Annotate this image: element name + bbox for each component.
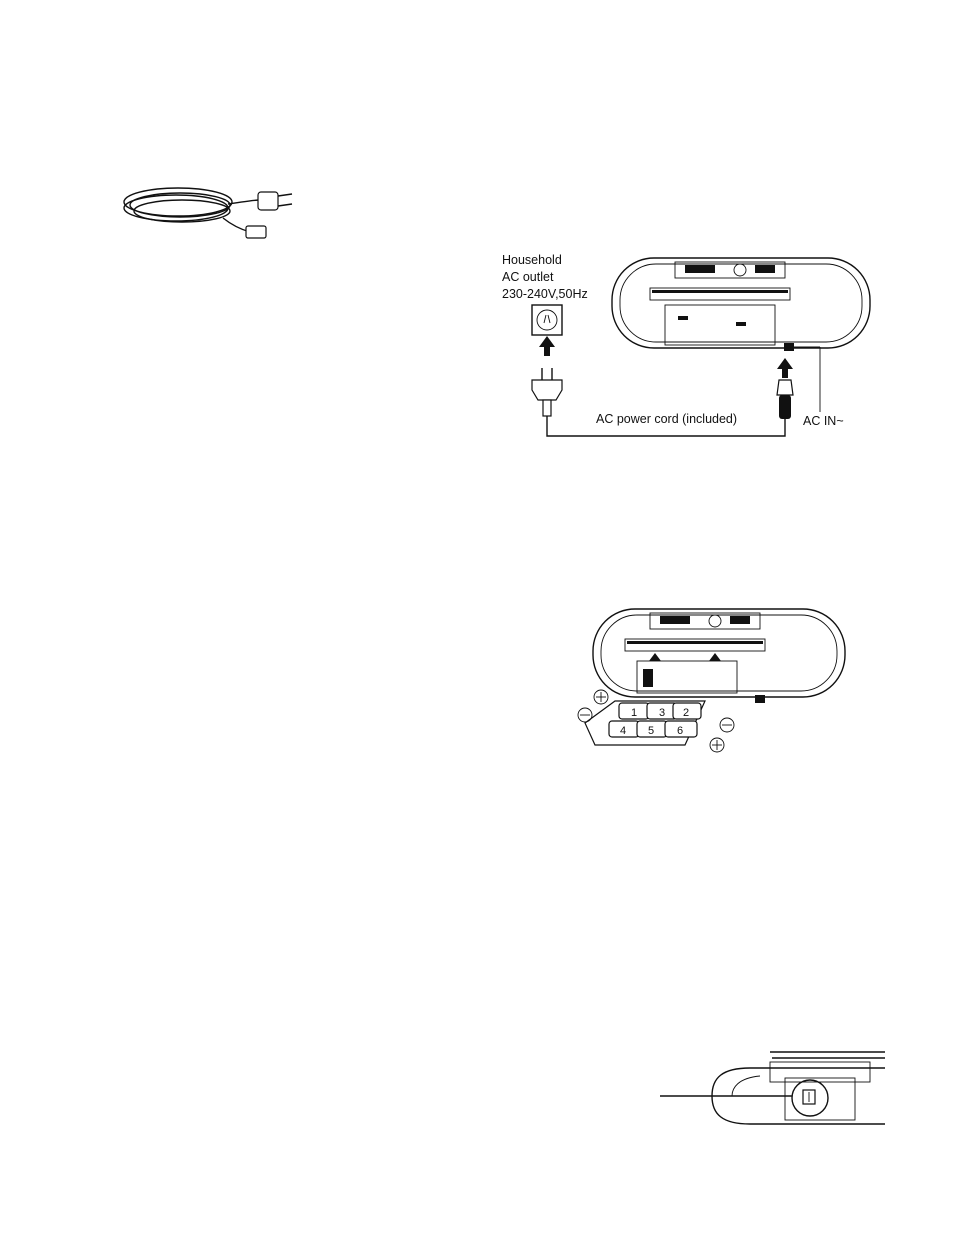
outlet-spec-label: 230-240V,50Hz	[502, 286, 588, 302]
outlet-label-line1: Household	[502, 252, 562, 268]
battery-installation-figure: 1 3 2 4 5 6	[575, 605, 850, 760]
svg-text:2: 2	[683, 707, 689, 719]
svg-text:5: 5	[648, 725, 654, 737]
outlet-label-line2: AC outlet	[502, 269, 553, 285]
svg-text:6: 6	[677, 725, 683, 737]
side-view-detail-figure	[660, 1048, 885, 1130]
ac-power-cord-figure	[118, 178, 298, 240]
svg-text:3: 3	[659, 707, 665, 719]
svg-text:4: 4	[620, 725, 626, 737]
svg-text:1: 1	[631, 707, 637, 719]
ac-cord-label: AC power cord (included)	[596, 411, 737, 427]
ac-in-label: AC IN~	[803, 413, 844, 429]
